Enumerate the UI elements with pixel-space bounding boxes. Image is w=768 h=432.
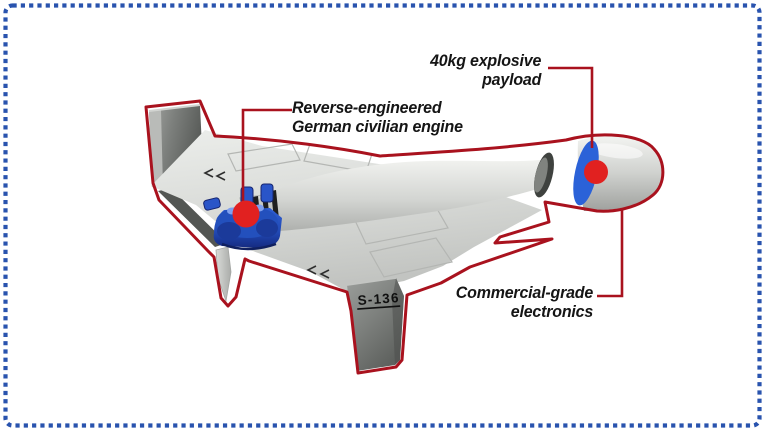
engine-pipe [203,197,221,211]
engine-cylinder [260,183,274,203]
s136-text: S-136 [357,290,400,308]
lower-winglet [158,188,227,247]
leader-line-payload [548,66,594,148]
engine-label: Reverse-engineered German civilian engin… [292,98,463,136]
leader-lines [241,66,624,298]
marker-engine-dot [232,200,260,228]
payload-label: 40kg explosive payload [429,51,541,89]
leader-line-electronics [597,210,624,298]
ventral-fin: S-136 [346,277,404,371]
drone-outline [144,99,665,375]
electronics-label: Commercial-grade electronics [455,283,594,321]
nose-cone [573,135,663,211]
dashed-page-border [3,3,762,428]
stencil-marks [203,168,330,279]
s136-marking: S-136 [357,290,401,310]
nose-collar-inner [534,157,548,193]
marker-payload-dot [584,160,608,184]
leader-line-engine [241,108,292,201]
